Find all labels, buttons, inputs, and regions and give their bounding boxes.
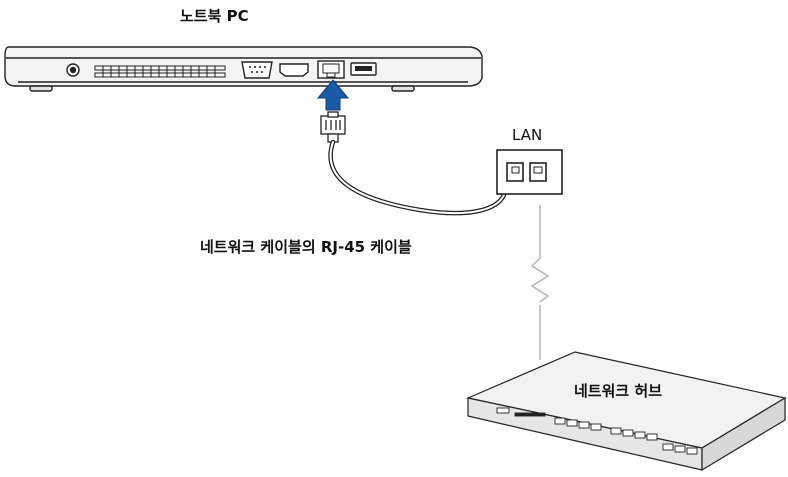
laptop-illustration [4, 46, 483, 92]
laptop-label: 노트북 PC [180, 7, 249, 25]
network-hub-illustration [466, 351, 787, 472]
connect-arrow [316, 79, 350, 111]
cable-label: 네트워크 케이블의 RJ-45 케이블 [200, 238, 412, 256]
vent-grille [94, 65, 226, 78]
lan-wall-socket [496, 149, 563, 195]
network-cable [328, 139, 515, 216]
vga-port [241, 61, 273, 79]
wall-to-hub-line [530, 205, 550, 360]
hdmi-port [279, 63, 309, 77]
hub-label: 네트워크 허브 [574, 382, 663, 400]
lan-label: LAN [512, 126, 543, 144]
rj45-plug [320, 111, 346, 143]
